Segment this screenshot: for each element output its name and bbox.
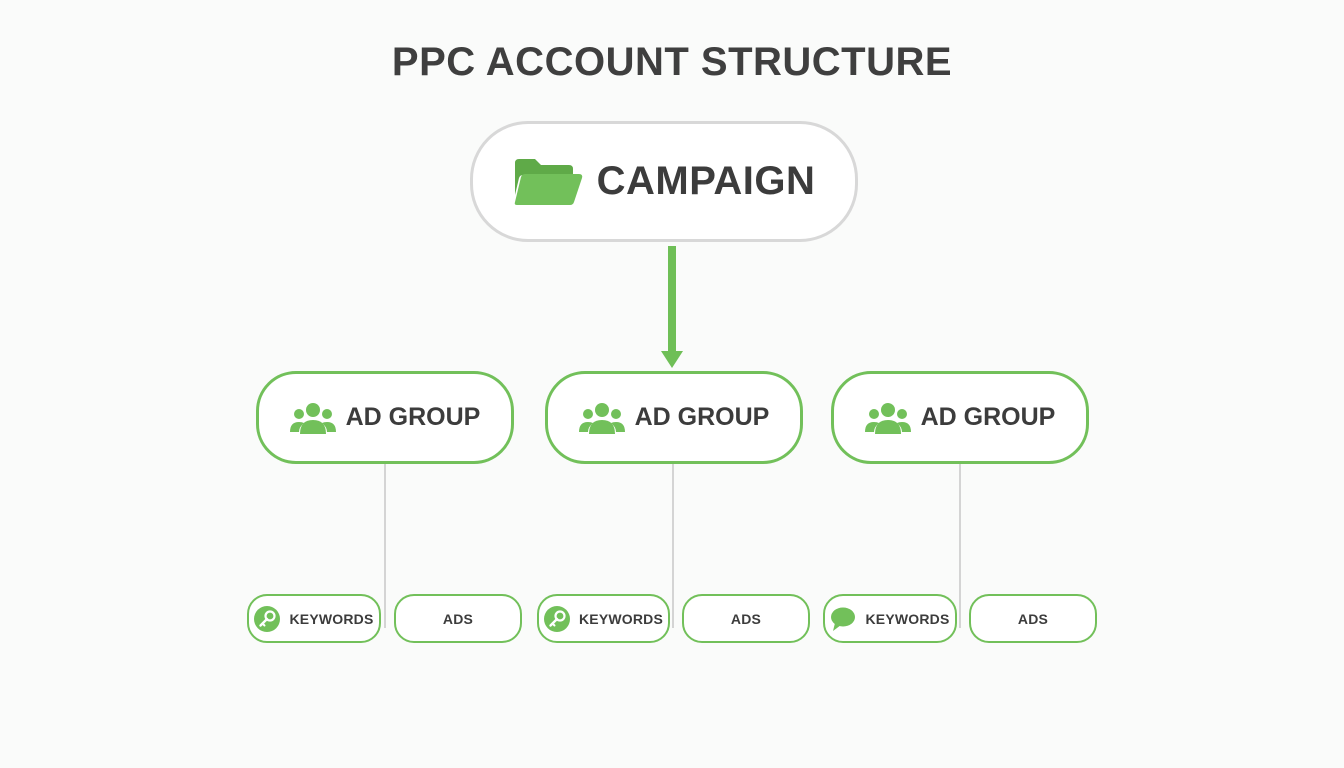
ad-group-node-2[interactable]: AD GROUP [545, 371, 803, 464]
ad-group-label: AD GROUP [634, 403, 770, 431]
ads-label: ADS [730, 610, 762, 627]
keywords-label: KEYWORDS [865, 610, 950, 627]
key-icon [254, 605, 281, 632]
ads-node-1[interactable]: ADS [394, 594, 522, 643]
keywords-node-1[interactable]: KEYWORDS [247, 594, 381, 643]
ad-group-label: AD GROUP [920, 403, 1056, 431]
users-icon [289, 402, 336, 434]
ads-label: ADS [442, 610, 474, 627]
keywords-node-2[interactable]: KEYWORDS [537, 594, 670, 643]
ad-group-label: AD GROUP [345, 403, 481, 431]
users-icon [864, 402, 911, 434]
folder-icon [514, 158, 582, 205]
users-icon [578, 402, 625, 434]
keywords-label: KEYWORDS [289, 610, 374, 627]
ads-node-2[interactable]: ADS [682, 594, 810, 643]
page-title: PPC ACCOUNT STRUCTURE [391, 40, 953, 84]
keywords-label: KEYWORDS [578, 610, 664, 627]
keywords-node-3[interactable]: KEYWORDS [823, 594, 957, 643]
ads-node-3[interactable]: ADS [969, 594, 1097, 643]
ads-label: ADS [1017, 610, 1049, 627]
campaign-label: CAMPAIGN [596, 159, 816, 203]
ad-group-node-1[interactable]: AD GROUP [256, 371, 514, 464]
campaign-to-adgroup-arrowhead [661, 351, 683, 368]
ad-group-node-3[interactable]: AD GROUP [831, 371, 1089, 464]
campaign-node[interactable]: CAMPAIGN [470, 121, 858, 242]
speech-bubble-icon [831, 607, 856, 631]
key-icon [543, 605, 570, 632]
